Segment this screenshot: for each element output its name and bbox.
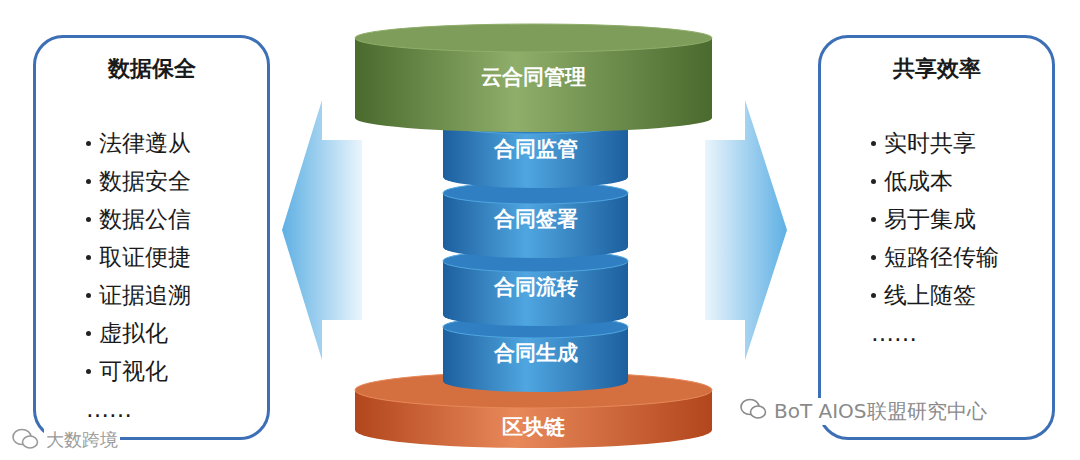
bullet-text: 数据公信 (99, 204, 191, 235)
bullet-row: 短路径传输 (871, 238, 1042, 276)
top-disc: 云合同管理 (355, 24, 712, 132)
bullet-row: 线上随签 (871, 276, 1042, 314)
bullet-text: …… (871, 320, 917, 346)
bullet-row: …… (871, 314, 1042, 352)
bullet-text: 数据安全 (99, 166, 191, 197)
bullet-dot (86, 217, 91, 222)
cylinder-top (355, 24, 712, 52)
bullet-row: 数据公信 (86, 200, 257, 238)
cylinder-top (355, 372, 712, 408)
cylinder-top (443, 182, 628, 204)
bullet-row: 证据追溯 (86, 276, 257, 314)
bullet-text: 虚拟化 (99, 318, 168, 349)
panel-title: 共享效率 (831, 54, 1042, 84)
bullet-dot (86, 293, 91, 298)
icon-bubble (751, 406, 766, 418)
bullet-dot (871, 293, 876, 298)
bullet-dot (86, 141, 91, 146)
left-arrow (282, 100, 362, 360)
bullet-text: …… (86, 396, 132, 422)
right-arrow (705, 100, 787, 360)
layer-label: 云合同管理 (355, 63, 712, 91)
bullet-dot (86, 369, 91, 374)
bullet-text: 低成本 (884, 166, 953, 197)
watermark-icon (740, 397, 768, 421)
bullet-row: 易于集成 (871, 200, 1042, 238)
bullet-text: 易于集成 (884, 204, 976, 235)
bullet-row: …… (86, 390, 257, 428)
bullet-text: 短路径传输 (884, 242, 999, 273)
layer-label: 合同签署 (443, 205, 628, 233)
bullet-dot (86, 331, 91, 336)
bullet-text: 取证便捷 (99, 242, 191, 273)
panel-title: 数据保全 (46, 54, 257, 84)
bullet-text: 法律遵从 (99, 128, 191, 159)
bullet-dot (871, 141, 876, 146)
layer-label: 合同生成 (443, 339, 628, 367)
layer-label: 合同监管 (443, 135, 628, 163)
data-panel: 数据保全法律遵从数据安全数据公信取证便捷证据追溯虚拟化可视化 …… (33, 35, 270, 440)
bullet-row: 取证便捷 (86, 238, 257, 276)
layer-label: 区块链 (355, 413, 712, 441)
layer-cylinder: 合同签署 (443, 182, 628, 258)
bullet-row: 虚拟化 (86, 314, 257, 352)
bullet-row: 低成本 (871, 162, 1042, 200)
bullet-dot (86, 179, 91, 184)
layer-label: 合同流转 (443, 273, 628, 301)
bullet-dot (871, 179, 876, 184)
bullet-text: 线上随签 (884, 280, 976, 311)
bullet-text: 可视化 (99, 356, 168, 387)
cylinder-top (443, 112, 628, 134)
layer-cylinder: 合同流转 (443, 250, 628, 326)
bullet-dot (871, 255, 876, 260)
bullet-row: 数据安全 (86, 162, 257, 200)
data-panel: 共享效率实时共享低成本易于集成短路径传输线上随签 …… (818, 35, 1055, 440)
bullet-text: 实时共享 (884, 128, 976, 159)
cylinder-top (443, 316, 628, 338)
bullet-row: 可视化 (86, 352, 257, 390)
bullet-dot (871, 217, 876, 222)
icon-bubble (23, 436, 38, 448)
watermark-icon (12, 427, 40, 451)
bullet-row: 法律遵从 (86, 124, 257, 162)
watermark: 大数跨境 (44, 428, 120, 452)
bullet-text: 证据追溯 (99, 280, 191, 311)
bullet-dot (86, 255, 91, 260)
bullet-row: 实时共享 (871, 124, 1042, 162)
watermark: BoT AIOS联盟研究中心 (772, 398, 989, 425)
cylinder-top (443, 250, 628, 272)
layer-cylinder: 合同生成 (443, 316, 628, 392)
